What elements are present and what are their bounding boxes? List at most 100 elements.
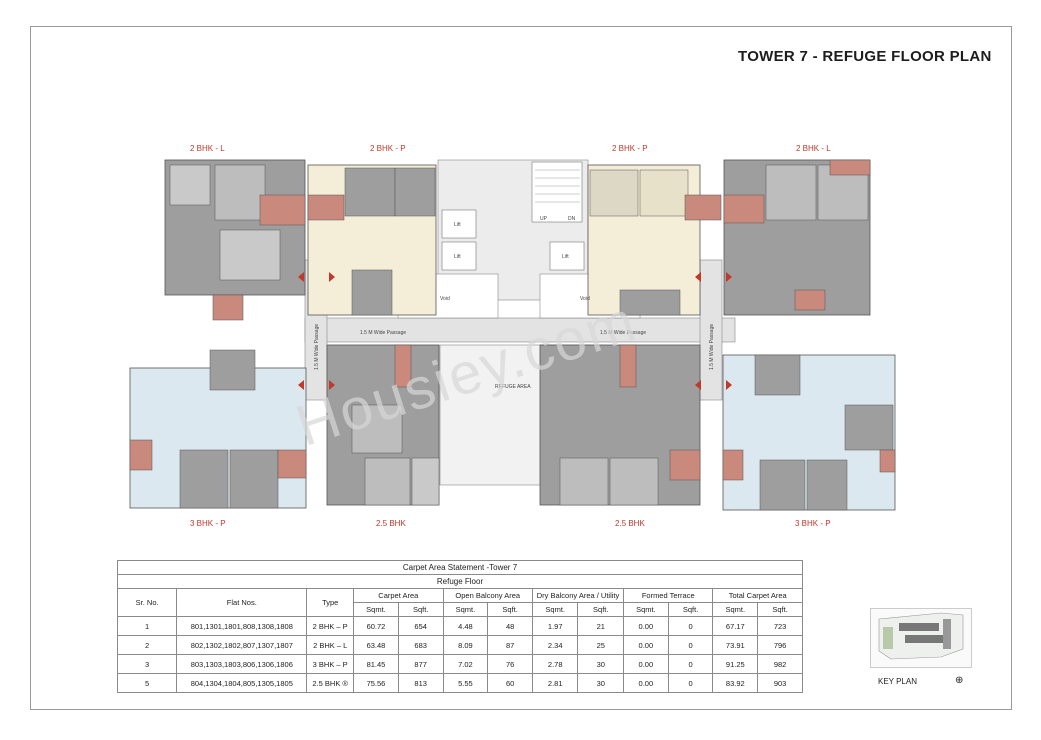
cell-carpet-sqmt: 60.72	[353, 616, 399, 636]
header-dry-balcony: Dry Balcony Area / Utility	[531, 588, 625, 603]
balcony	[394, 344, 412, 388]
balcony	[277, 449, 307, 479]
balcony	[212, 294, 244, 321]
cell-terrace-sqft: 0	[667, 673, 714, 693]
balcony	[794, 289, 826, 311]
cell-carpet-sqft: 877	[397, 654, 444, 674]
cell-terrace-sqft: 0	[667, 654, 714, 674]
cell-dry-balcony-sqft: 25	[577, 635, 624, 655]
balcony	[722, 449, 744, 481]
balcony	[307, 194, 345, 221]
cell-dry-balcony-sqft: 30	[577, 654, 624, 674]
cell-terrace-sqft: 0	[667, 635, 714, 655]
cell-total-sqft: 903	[757, 673, 803, 693]
cell-dry-balcony-sqmt: 1.97	[531, 616, 579, 636]
balcony	[619, 344, 637, 388]
unit-sqft: Sqft.	[667, 602, 714, 617]
cell-type: 2 BHK – P	[306, 616, 355, 636]
header-type: Type	[306, 588, 355, 617]
cell-open-balcony-sqft: 87	[487, 635, 533, 655]
unit-label-bottom-2: 2.5 BHK	[376, 519, 406, 528]
cell-type: 3 BHK – P	[306, 654, 355, 674]
cell-open-balcony-sqmt: 7.02	[442, 654, 489, 674]
cell-carpet-sqft: 683	[397, 635, 444, 655]
passage-label-vert-left: 1.5 M Wide Passage	[314, 324, 320, 370]
stair-dn-label: DN	[568, 216, 576, 222]
lift-2	[441, 241, 477, 271]
passage-horizontal	[304, 317, 736, 343]
header-sr-no: Sr. No.	[116, 588, 178, 617]
balcony	[723, 194, 765, 224]
cell-type: 2 BHK – L	[306, 635, 355, 655]
cell-flats: 801,1301,1801,808,1308,1808	[176, 616, 308, 636]
cell-terrace-sqmt: 0.00	[623, 616, 669, 636]
entry-marker	[298, 380, 304, 390]
entry-marker	[298, 272, 304, 282]
cell-type: 2.5 BHK ®	[306, 673, 355, 693]
cell-carpet-sqmt: 81.45	[353, 654, 399, 674]
cell-carpet-sqmt: 63.48	[353, 635, 399, 655]
passage-vertical-right	[699, 259, 723, 401]
passage-label-left: 1.5 M Wide Passage	[360, 330, 406, 336]
balcony	[259, 194, 306, 226]
void-label: Void	[440, 296, 450, 302]
header-carpet-area: Carpet Area	[353, 588, 444, 603]
unit-sqmt: Sqmt.	[442, 602, 489, 617]
cell-total-sqmt: 91.25	[712, 654, 759, 674]
cell-total-sqft: 723	[757, 616, 803, 636]
lift-label: Lift	[562, 254, 569, 260]
header-formed-terrace: Formed Terrace	[622, 588, 714, 603]
page-title: TOWER 7 - REFUGE FLOOR PLAN	[738, 48, 992, 65]
cell-open-balcony-sqft: 48	[487, 616, 533, 636]
unit-sqmt: Sqmt.	[623, 602, 669, 617]
cell-carpet-sqft: 813	[397, 673, 444, 693]
unit-sqft: Sqft.	[487, 602, 533, 617]
passage-label-right: 1.5 M Wide Passage	[600, 330, 646, 336]
entry-marker	[726, 380, 732, 390]
cell-carpet-sqft: 654	[397, 616, 444, 636]
cell-flats: 804,1304,1804,805,1305,1805	[176, 673, 308, 693]
unit-label-top-2: 2 BHK - P	[370, 144, 406, 153]
cell-flats: 803,1303,1803,806,1306,1806	[176, 654, 308, 674]
cell-total-sqft: 982	[757, 654, 803, 674]
entry-marker	[695, 380, 701, 390]
cell-terrace-sqmt: 0.00	[623, 673, 669, 693]
key-plan-label: KEY PLAN	[878, 677, 917, 686]
cell-open-balcony-sqft: 76	[487, 654, 533, 674]
cell-total-sqmt: 73.91	[712, 635, 759, 655]
balcony	[829, 159, 871, 176]
cell-dry-balcony-sqmt: 2.78	[531, 654, 579, 674]
unit-label-bottom-3: 2.5 BHK	[615, 519, 645, 528]
cell-total-sqmt: 83.92	[712, 673, 759, 693]
balcony	[669, 449, 701, 481]
balcony	[129, 439, 153, 471]
unit-label-top-4: 2 BHK - L	[796, 144, 831, 153]
unit-sqft: Sqft.	[577, 602, 624, 617]
floor-plan: 1.5 M Wide Passage 1.5 M Wide Passage 1.…	[129, 159, 896, 511]
cell-open-balcony-sqmt: 4.48	[442, 616, 489, 636]
cell-sr: 3	[116, 654, 178, 674]
balcony	[684, 194, 722, 221]
lift-label: Lift	[454, 222, 461, 228]
table-row: 5 804,1304,1804,805,1305,1805 2.5 BHK ® …	[116, 673, 803, 693]
unit-label-bottom-4: 3 BHK - P	[795, 519, 831, 528]
header-open-balcony: Open Balcony Area	[442, 588, 533, 603]
unit-sqmt: Sqmt.	[353, 602, 399, 617]
unit-label-top-1: 2 BHK - L	[190, 144, 225, 153]
void-label: Void	[580, 296, 590, 302]
cell-dry-balcony-sqft: 30	[577, 673, 624, 693]
cell-flats: 802,1302,1802,807,1307,1807	[176, 635, 308, 655]
stair-up-label: UP	[540, 216, 548, 222]
cell-terrace-sqft: 0	[667, 616, 714, 636]
cell-carpet-sqmt: 75.56	[353, 673, 399, 693]
cell-open-balcony-sqft: 60	[487, 673, 533, 693]
cell-terrace-sqmt: 0.00	[623, 635, 669, 655]
cell-sr: 1	[116, 616, 178, 636]
cell-open-balcony-sqmt: 8.09	[442, 635, 489, 655]
key-plan	[870, 608, 972, 668]
entry-marker	[329, 272, 335, 282]
balcony	[879, 449, 896, 473]
passage-label-vert-right: 1.5 M Wide Passage	[709, 324, 715, 370]
table-caption: Carpet Area Statement -Tower 7	[117, 560, 803, 575]
cell-terrace-sqmt: 0.00	[623, 654, 669, 674]
